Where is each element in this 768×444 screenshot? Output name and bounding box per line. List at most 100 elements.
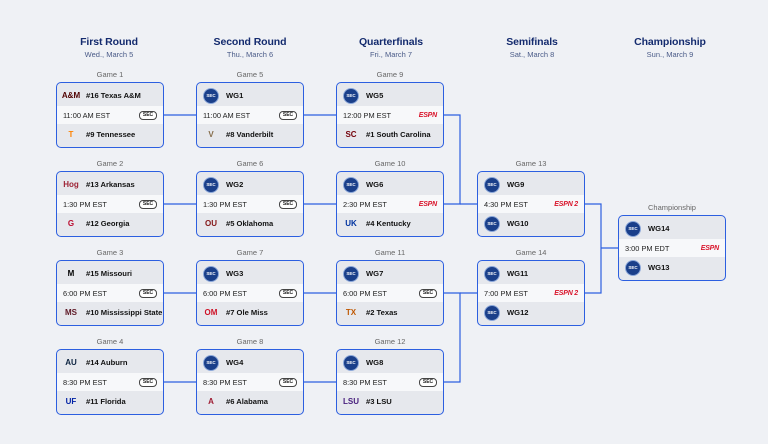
team-row[interactable]: SEC WG14 <box>619 218 725 240</box>
connector-qf-sf <box>444 292 461 383</box>
team-row[interactable]: G #12 Georgia <box>57 213 163 235</box>
tournament-logo-icon: SEC <box>203 266 219 282</box>
team-name: WG7 <box>366 269 384 279</box>
florida-logo-icon: UF <box>65 397 77 406</box>
round-title: Championship <box>634 36 706 48</box>
team-name: WG10 <box>507 219 529 229</box>
team-row[interactable]: M #15 Missouri <box>57 263 163 285</box>
team-row[interactable]: AU #14 Auburn <box>57 352 163 374</box>
team-name: WG4 <box>226 358 244 368</box>
game-time: 6:00 PM EST <box>343 288 387 298</box>
game-time-row: 8:30 PM EST SEC <box>337 373 443 391</box>
team-row[interactable]: MS #10 Mississippi State <box>57 302 163 324</box>
game-card[interactable]: SEC WG2 1:30 PM EST SEC OU #5 Oklahoma <box>196 171 304 237</box>
game-time-row: 11:00 AM EST SEC <box>57 106 163 124</box>
tournament-logo-icon: SEC <box>484 177 500 193</box>
round-header: Quarterfinals Fri., March 7 <box>321 36 461 59</box>
team-row[interactable]: OU #5 Oklahoma <box>197 213 303 235</box>
team-row[interactable]: SEC WG3 <box>197 263 303 285</box>
game-label: Game 8 <box>236 337 264 346</box>
kentucky-logo-icon: UK <box>345 219 357 228</box>
game-time: 11:00 AM EST <box>203 110 251 120</box>
sec-network-icon: SEC <box>419 288 437 298</box>
round-header: Second Round Thu., March 6 <box>180 36 320 59</box>
game-card[interactable]: SEC WG7 6:00 PM EST SEC TX #2 Texas <box>336 260 444 326</box>
game-card[interactable]: SEC WG1 11:00 AM EST SEC V #8 Vanderbilt <box>196 82 304 148</box>
team-row[interactable]: SEC WG4 <box>197 352 303 374</box>
team-row[interactable]: SEC WG6 <box>337 174 443 196</box>
game-time-row: 3:00 PM EDT ESPN <box>619 239 725 257</box>
game-time-row: 1:30 PM EST SEC <box>57 195 163 213</box>
game-time: 11:00 AM EST <box>63 110 111 120</box>
team-row[interactable]: SEC WG5 <box>337 85 443 107</box>
vanderbilt-logo-icon: V <box>208 130 214 139</box>
team-row[interactable]: SEC WG2 <box>197 174 303 196</box>
team-name: #12 Georgia <box>86 219 130 229</box>
game-card[interactable]: SEC WG5 12:00 PM EST ESPN SC #1 South Ca… <box>336 82 444 148</box>
team-name: #3 LSU <box>366 397 392 407</box>
team-row[interactable]: A&M #16 Texas A&M <box>57 85 163 107</box>
game-time: 2:30 PM EST <box>343 199 387 209</box>
game-time-row: 1:30 PM EST SEC <box>197 195 303 213</box>
team-name: #4 Kentucky <box>366 219 411 229</box>
team-name: WG2 <box>226 180 244 190</box>
game-card[interactable]: Hog #13 Arkansas 1:30 PM EST SEC G #12 G… <box>56 171 164 237</box>
team-row[interactable]: LSU #3 LSU <box>337 391 443 413</box>
team-name: #7 Ole Miss <box>226 308 268 318</box>
team-name: #10 Mississippi State <box>86 308 163 318</box>
team-row[interactable]: SEC WG13 <box>619 257 725 279</box>
ole-miss-logo-icon: OM <box>204 308 218 317</box>
game-label: Game 3 <box>96 248 124 257</box>
sec-network-icon: SEC <box>279 377 297 387</box>
team-row[interactable]: T #9 Tennessee <box>57 124 163 146</box>
sec-network-icon: SEC <box>139 377 157 387</box>
espn-network-icon: ESPN <box>418 200 437 208</box>
team-row[interactable]: SEC WG11 <box>478 263 584 285</box>
team-row[interactable]: OM #7 Ole Miss <box>197 302 303 324</box>
game-card[interactable]: AU #14 Auburn 8:30 PM EST SEC UF #11 Flo… <box>56 349 164 415</box>
round-header: Championship Sun., March 9 <box>600 36 740 59</box>
team-row[interactable]: SEC WG9 <box>478 174 584 196</box>
game-card[interactable]: SEC WG6 2:30 PM EST ESPN UK #4 Kentucky <box>336 171 444 237</box>
team-row[interactable]: SEC WG10 <box>478 213 584 235</box>
game-card[interactable]: SEC WG3 6:00 PM EST SEC OM #7 Ole Miss <box>196 260 304 326</box>
round-date: Thu., March 6 <box>226 50 274 59</box>
team-row[interactable]: Hog #13 Arkansas <box>57 174 163 196</box>
team-row[interactable]: SEC WG7 <box>337 263 443 285</box>
game-card[interactable]: SEC WG14 3:00 PM EDT ESPN SEC WG13 <box>618 215 726 281</box>
game-card[interactable]: SEC WG9 4:30 PM EST ESPN 2 SEC WG10 <box>477 171 585 237</box>
team-row[interactable]: TX #2 Texas <box>337 302 443 324</box>
team-row[interactable]: UF #11 Florida <box>57 391 163 413</box>
tournament-logo-icon: SEC <box>625 221 641 237</box>
team-row[interactable]: V #8 Vanderbilt <box>197 124 303 146</box>
game-label: Game 13 <box>515 159 547 168</box>
game-card[interactable]: M #15 Missouri 6:00 PM EST SEC MS #10 Mi… <box>56 260 164 326</box>
team-name: WG14 <box>648 224 670 234</box>
connector-qf-sf <box>444 114 461 205</box>
game-card[interactable]: A&M #16 Texas A&M 11:00 AM EST SEC T #9 … <box>56 82 164 148</box>
team-name: #8 Vanderbilt <box>226 130 274 140</box>
round-title: Quarterfinals <box>358 36 424 48</box>
game-time: 12:00 PM EST <box>343 110 392 120</box>
auburn-logo-icon: AU <box>65 358 77 367</box>
team-name: WG9 <box>507 180 525 190</box>
game-card[interactable]: SEC WG8 8:30 PM EST SEC LSU #3 LSU <box>336 349 444 415</box>
team-row[interactable]: A #6 Alabama <box>197 391 303 413</box>
game-time-row: 7:00 PM EST ESPN 2 <box>478 284 584 302</box>
round-header: Semifinals Sat., March 8 <box>462 36 602 59</box>
tournament-logo-icon: SEC <box>484 266 500 282</box>
sec-network-icon: SEC <box>139 288 157 298</box>
game-card[interactable]: SEC WG11 7:00 PM EST ESPN 2 SEC WG12 <box>477 260 585 326</box>
game-card[interactable]: SEC WG4 8:30 PM EST SEC A #6 Alabama <box>196 349 304 415</box>
team-row[interactable]: SEC WG12 <box>478 302 584 324</box>
game-time-row: 2:30 PM EST ESPN <box>337 195 443 213</box>
team-row[interactable]: SEC WG1 <box>197 85 303 107</box>
georgia-logo-icon: G <box>67 219 75 228</box>
team-row[interactable]: SC #1 South Carolina <box>337 124 443 146</box>
team-row[interactable]: UK #4 Kentucky <box>337 213 443 235</box>
team-name: WG13 <box>648 263 670 273</box>
game-time-row: 6:00 PM EST SEC <box>337 284 443 302</box>
game-time: 6:00 PM EST <box>203 288 247 298</box>
team-row[interactable]: SEC WG8 <box>337 352 443 374</box>
game-time: 6:00 PM EST <box>63 288 107 298</box>
